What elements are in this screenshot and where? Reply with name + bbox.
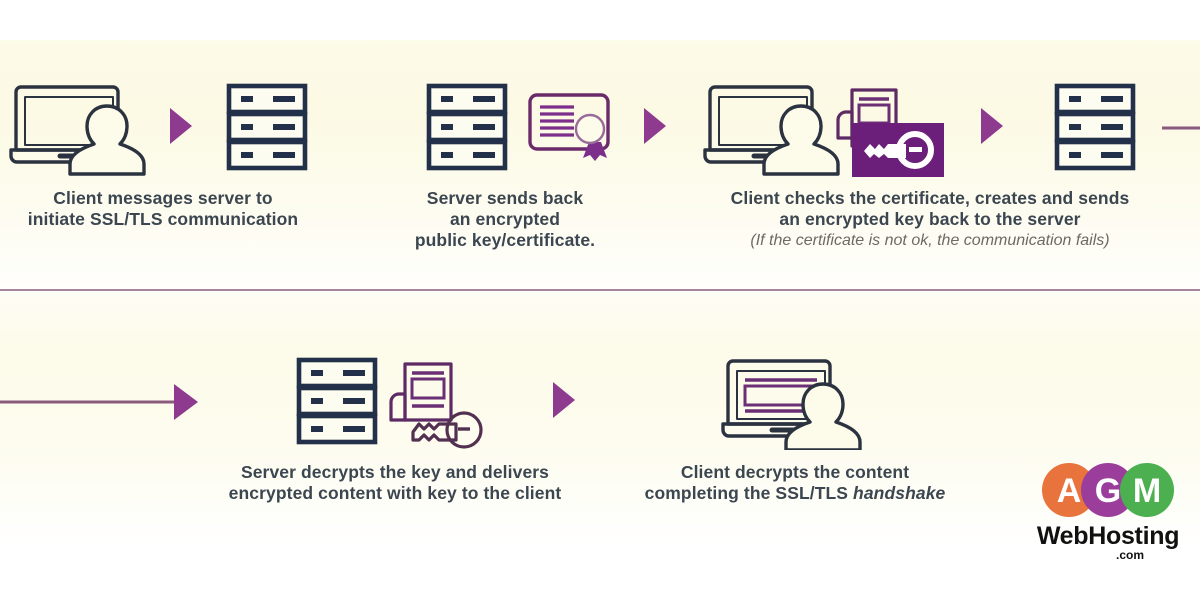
step-3-caption: Client checks the certificate, creates a… [730,188,1130,229]
step-6-caption-emphasis: handshake [853,483,946,503]
step-2-icons [355,78,655,178]
laptop-user-icon [8,80,158,176]
step-1-icons [0,78,326,178]
laptop-content-user-icon [720,354,870,450]
document-key-icon [385,356,489,452]
logo-wordmark: WebHosting [1036,522,1180,550]
arrow-right-icon [551,380,577,420]
agm-webhosting-logo[interactable]: A G M WebHosting .com [1032,462,1184,562]
server-icon [1053,82,1137,172]
logo-letter-m: M [1133,472,1161,510]
key-filled-icon [852,123,944,177]
server-icon [425,82,509,172]
arrow-right-icon [168,106,194,146]
step-3-note: (If the certificate is not ok, the commu… [750,232,1110,249]
step-6: Client decrypts the content completing t… [625,352,965,504]
step-3-icons [690,78,1170,178]
step-2-caption: Server sends back an encrypted public ke… [414,188,596,250]
wrap-connector-right [1162,126,1200,130]
step-6-caption-lead: Client decrypts the content completing t… [644,462,910,503]
step-2: Server sends back an encrypted public ke… [355,78,655,251]
step-5-icons [215,352,575,452]
server-icon [295,356,379,446]
certificate-icon [525,87,615,171]
step-5: Server decrypts the key and delivers enc… [215,352,575,504]
background-band-top [0,40,1200,290]
step-6-caption: Client decrypts the content completing t… [625,462,965,504]
server-icon [225,82,309,172]
step-5-caption: Server decrypts the key and delivers enc… [228,462,562,503]
agm-circles-icon: A G M [1042,463,1174,517]
wrap-connector-left [0,384,198,420]
step-3: Client checks the certificate, creates a… [690,78,1170,251]
logo-circle-a [1042,463,1096,517]
step-1: Client messages server to initiate SSL/T… [0,78,326,230]
step-1-caption: Client messages server to initiate SSL/T… [27,188,299,229]
logo-circle-g [1081,463,1135,517]
logo-letter-g: G [1095,472,1121,510]
logo-circle-m [1120,463,1174,517]
logo-tld: .com [1115,548,1144,562]
row-divider [0,289,1200,291]
logo-letter-a: A [1057,472,1082,510]
background-band-bottom [0,292,1200,548]
step-6-icons [625,352,965,452]
arrow-right-icon [642,106,668,146]
arrow-right-icon [979,106,1005,146]
